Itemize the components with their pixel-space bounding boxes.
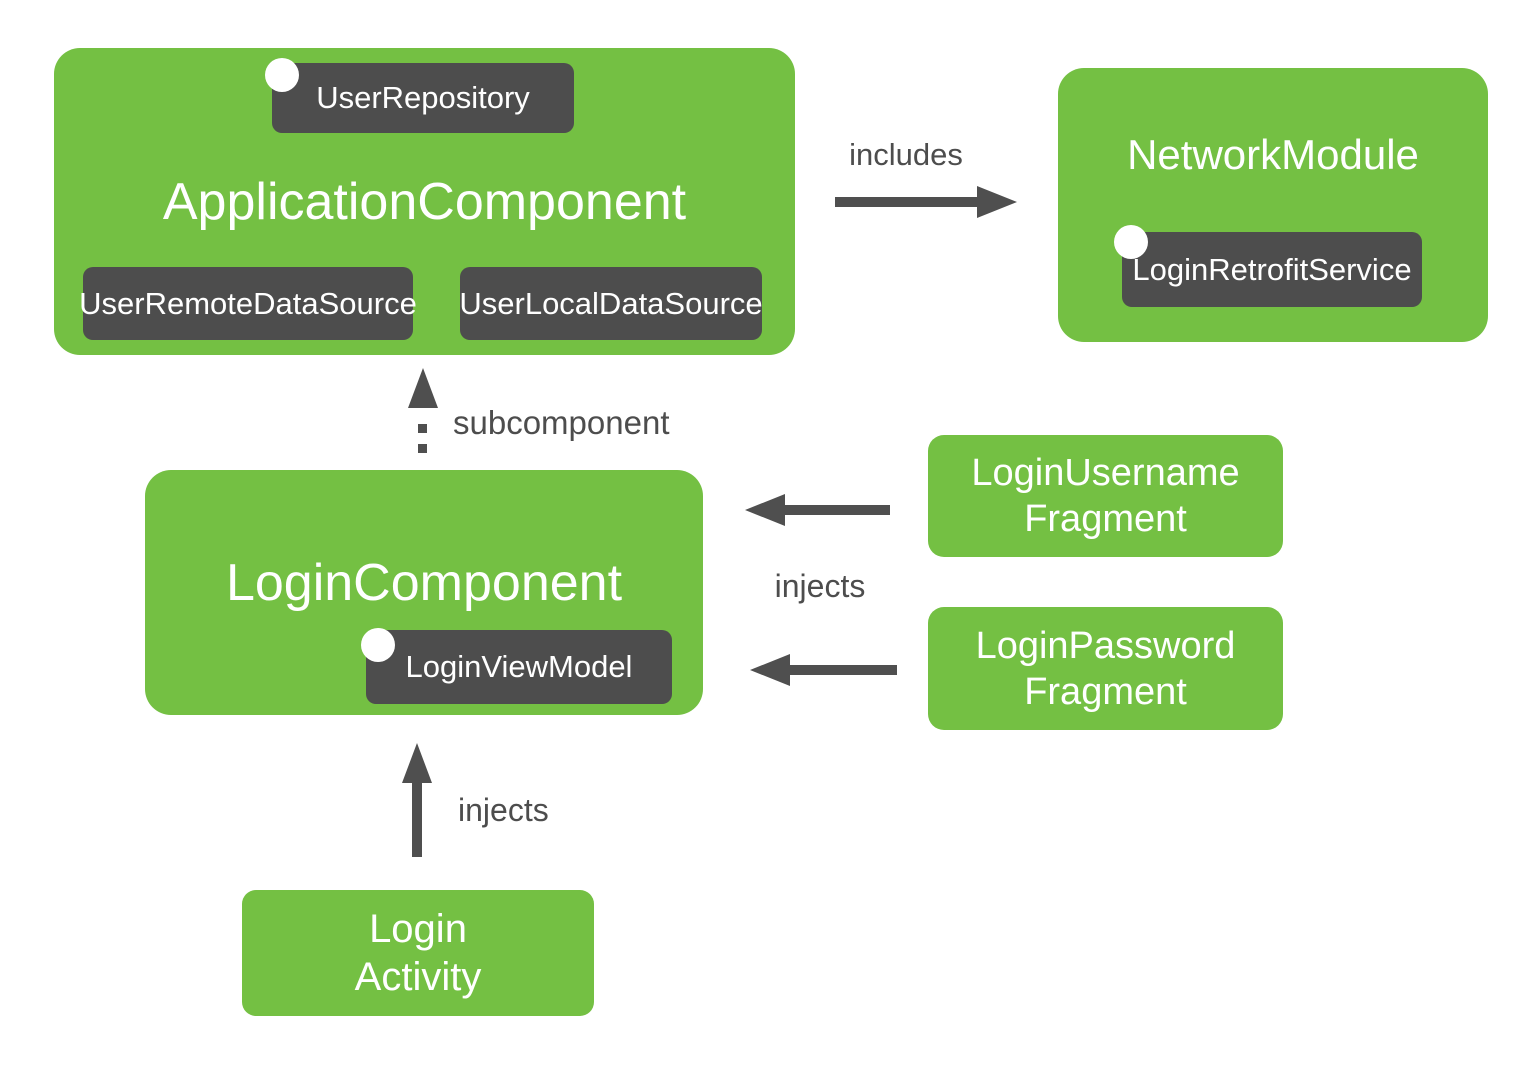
network-module-title: NetworkModule: [1127, 131, 1419, 178]
subcomponent-arrow-dash: [418, 444, 427, 453]
injects-activity-arrow-line: [412, 783, 422, 857]
login-activity-line2: Activity: [354, 955, 482, 999]
login-password-fragment-line2: Fragment: [1024, 670, 1187, 713]
user-remote-data-source-badge: UserRemoteDataSource: [79, 267, 417, 340]
subcomponent-arrow-dash: [418, 424, 427, 433]
login-password-fragment-box: LoginPassword Fragment: [928, 607, 1283, 730]
injects-activity-arrowhead-icon: [402, 743, 432, 783]
login-password-fragment-line1: LoginPassword: [975, 624, 1236, 667]
login-username-fragment-line1: LoginUsername: [971, 452, 1240, 494]
login-username-fragment-line2: Fragment: [1024, 498, 1187, 540]
injects-username-arrowhead-icon: [745, 494, 785, 526]
user-local-data-source-badge: UserLocalDataSource: [459, 267, 763, 340]
login-retrofit-service-badge: LoginRetrofitService: [1122, 232, 1422, 307]
injects-password-arrow-line: [790, 665, 897, 675]
user-repository-badge: UserRepository: [272, 63, 574, 133]
login-view-model-badge: LoginViewModel: [366, 630, 672, 704]
dot-indicator-icon: [361, 628, 395, 662]
login-username-fragment-box: LoginUsername Fragment: [928, 435, 1283, 557]
includes-arrowhead-icon: [977, 186, 1017, 218]
login-activity-line1: Login: [369, 907, 467, 951]
application-component-title: ApplicationComponent: [162, 172, 687, 231]
injects-username-arrow-line: [785, 505, 890, 515]
network-module-box: NetworkModule LoginRetrofitService: [1058, 68, 1488, 342]
user-local-data-source-label: UserLocalDataSource: [459, 285, 763, 321]
injects-activity-label: injects: [458, 792, 549, 828]
includes-arrow-line: [835, 197, 977, 207]
injects-fragments-label: injects: [774, 568, 866, 604]
includes-label: includes: [849, 137, 963, 172]
login-activity-box: Login Activity: [242, 890, 594, 1016]
user-repository-label: UserRepository: [316, 80, 530, 115]
subcomponent-label: subcomponent: [453, 404, 670, 441]
application-component-box: ApplicationComponent UserRepository User…: [54, 48, 795, 355]
dot-indicator-icon: [1114, 225, 1148, 259]
injects-password-arrowhead-icon: [750, 654, 790, 686]
login-retrofit-service-label: LoginRetrofitService: [1132, 251, 1412, 287]
login-component-title: LoginComponent: [225, 553, 623, 612]
login-view-model-label: LoginViewModel: [405, 649, 633, 684]
subcomponent-arrowhead-icon: [408, 368, 438, 408]
login-component-box: LoginComponent LoginViewModel: [145, 470, 703, 715]
user-remote-data-source-label: UserRemoteDataSource: [79, 285, 417, 321]
dot-indicator-icon: [265, 58, 299, 92]
